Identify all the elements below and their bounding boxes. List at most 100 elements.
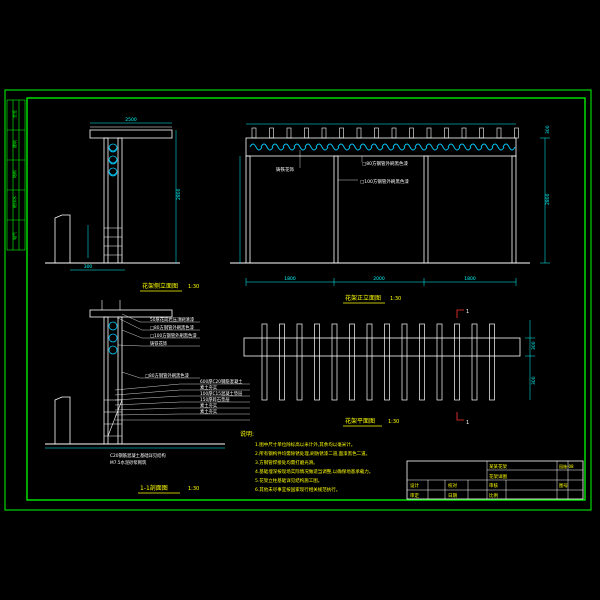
title-role: 审核 xyxy=(489,482,498,489)
section-bench xyxy=(54,396,71,444)
front-callout-post: □100方钢管外刷黑色漆 xyxy=(360,178,409,185)
left-strip-label: 电气 xyxy=(11,232,17,240)
plan-rafter xyxy=(261,323,268,401)
front-ornament-scroll xyxy=(249,143,516,151)
plan-rafter xyxy=(349,323,355,401)
plan-scale: 1:30 xyxy=(388,419,399,425)
section-callout: 50厚花岗岩压顶刷清漆 xyxy=(150,316,195,323)
title-project: 某某花架 xyxy=(489,463,507,470)
side-ornament xyxy=(108,143,118,177)
section-mark-top: 1 xyxy=(466,309,469,315)
section-view: 50厚花岗岩压顶刷清漆 □80方钢管外刷黑色漆 □100方钢管外刷黑色漆 铸铁花… xyxy=(45,300,250,494)
side-dimension-lines xyxy=(70,122,177,271)
section-cut-marks xyxy=(456,309,464,421)
front-callout-beam: □80方钢管外刷黑色漆 xyxy=(362,160,408,167)
outer-border xyxy=(4,89,592,511)
note-item: 1.图中尺寸单位除标高以米计外,其余均以毫米计。 xyxy=(255,441,355,448)
side-top-beam xyxy=(89,129,173,139)
section-base-note-2: M7.5水泥砂浆砌筑 xyxy=(110,459,147,466)
front-dim-left: 1800 xyxy=(284,276,296,282)
inner-border xyxy=(26,97,586,501)
front-dim-right: 1800 xyxy=(464,276,476,282)
side-ladder-rungs xyxy=(104,227,122,256)
title-drawing: 花架详图 xyxy=(489,473,507,480)
section-callout: 铸铁花饰 xyxy=(150,340,168,347)
section-callout: 100厚C15混凝土垫层 xyxy=(200,390,243,397)
section-ladder xyxy=(104,399,123,437)
plan-rafter xyxy=(279,323,285,401)
section-title: 1-1剖面图 xyxy=(140,484,168,492)
note-item: 4.基础埋深按现场实际情况做适当调整,以确保地基承载力。 xyxy=(255,468,373,475)
section-callout: 素土夯实 xyxy=(200,384,218,391)
plan-dimension-lines xyxy=(525,320,535,400)
plan-rafter xyxy=(296,323,303,401)
side-elevation: 2500 2800 300 花架侧立面图 1:30 xyxy=(45,117,199,292)
left-strip-label: 会签 xyxy=(11,110,17,118)
section-callout: □80方钢管外刷黑色漆 xyxy=(150,324,195,331)
title-role: 图号 xyxy=(559,483,568,489)
plan-rafter xyxy=(489,323,495,401)
side-bench xyxy=(54,214,71,263)
section-callout: □80方钢管外刷黑色漆 xyxy=(145,372,190,379)
section-scale: 1:30 xyxy=(188,486,199,492)
side-top-dimension: 2500 xyxy=(125,117,137,123)
plan-rafter xyxy=(384,323,390,401)
plan-beam xyxy=(243,337,521,357)
side-elevation-title: 花架侧立面图 xyxy=(142,282,178,290)
section-callout: 150厚碎石垫层 xyxy=(200,396,230,403)
section-mark-bottom: 1 xyxy=(466,420,469,426)
front-dim-height: 2800 xyxy=(545,193,551,205)
title-role: 设计 xyxy=(410,482,419,489)
plan-dim-spacing: 300 xyxy=(531,376,537,385)
section-callout: 素土夯实 xyxy=(200,408,218,415)
front-dim-top: 300 xyxy=(545,125,551,134)
plan-rafter xyxy=(401,323,408,401)
front-dim-center: 2000 xyxy=(373,276,385,282)
note-item: 6.其他未尽事宜按国家现行相关规范执行。 xyxy=(255,486,340,493)
notes-block: 说明: 1.图中尺寸单位除标高以米计外,其余均以毫米计。 2.所有钢构件均需除锈… xyxy=(240,430,373,493)
plan-rafters xyxy=(261,323,495,401)
section-callout: 素土夯实 xyxy=(200,402,218,409)
section-top-beam xyxy=(89,309,173,318)
plan-title: 花架平面图 xyxy=(345,417,375,425)
notes-heading: 说明: xyxy=(240,430,254,438)
side-elevation-scale: 1:30 xyxy=(188,284,199,290)
front-elevation: 1800 2000 1800 2800 300 铸铁花饰 □80方钢管外刷黑色漆… xyxy=(230,123,551,304)
plan-rafter xyxy=(471,323,478,401)
plan-view: 1 1 300 300 花架平面图 1:30 xyxy=(243,309,537,427)
note-item: 3.方钢管焊接处均需打磨光滑。 xyxy=(255,459,318,466)
section-base-note-1: C20钢筋混凝土基础详见结构 xyxy=(110,452,166,459)
plan-rafter xyxy=(314,323,320,401)
note-item: 2.所有钢构件均需除锈处理,刷防锈漆二道,面漆黑色二道。 xyxy=(255,450,370,457)
front-top-band xyxy=(245,137,517,157)
side-base-dimension: 300 xyxy=(84,264,93,270)
title-role: 审定 xyxy=(410,492,419,499)
plan-rafter xyxy=(436,323,443,401)
left-strip-labels: 会签 建筑 结构 给排水 电气 xyxy=(11,110,17,240)
side-height-dimension: 2800 xyxy=(176,188,182,200)
plan-rafter xyxy=(454,323,460,401)
section-callout: □100方钢管外刷黑色漆 xyxy=(150,332,197,339)
section-callout: 600厚C20钢筋混凝土 xyxy=(200,378,243,385)
note-item: 5.花架立柱基础详见结构施工图。 xyxy=(255,477,322,484)
front-rafter-end xyxy=(514,127,519,139)
plan-rafter xyxy=(331,323,338,401)
front-elevation-scale: 1:30 xyxy=(390,296,401,302)
left-strip-label: 建筑 xyxy=(11,140,17,148)
section-ornament xyxy=(108,321,118,355)
front-callout-ornament: 铸铁花饰 xyxy=(276,166,294,173)
left-strip-label: 结构 xyxy=(11,170,17,178)
title-role: 比例 xyxy=(489,492,498,499)
title-role: 日期 xyxy=(448,493,457,499)
front-dimension-lines xyxy=(239,123,550,286)
plan-dim-depth: 300 xyxy=(531,341,537,350)
front-elevation-title: 花架正立面图 xyxy=(345,294,381,302)
left-strip-label: 给排水 xyxy=(11,196,17,208)
section-leaders xyxy=(114,313,250,421)
plan-rafter xyxy=(366,323,373,401)
left-sign-strip xyxy=(6,99,26,251)
title-drawing-no: 园施-08 xyxy=(559,463,574,469)
title-role: 校对 xyxy=(448,482,457,489)
title-block: 某某花架 花架详图 园施-08 设计 校对 审核 审定 日期 比例 图号 xyxy=(406,460,584,500)
